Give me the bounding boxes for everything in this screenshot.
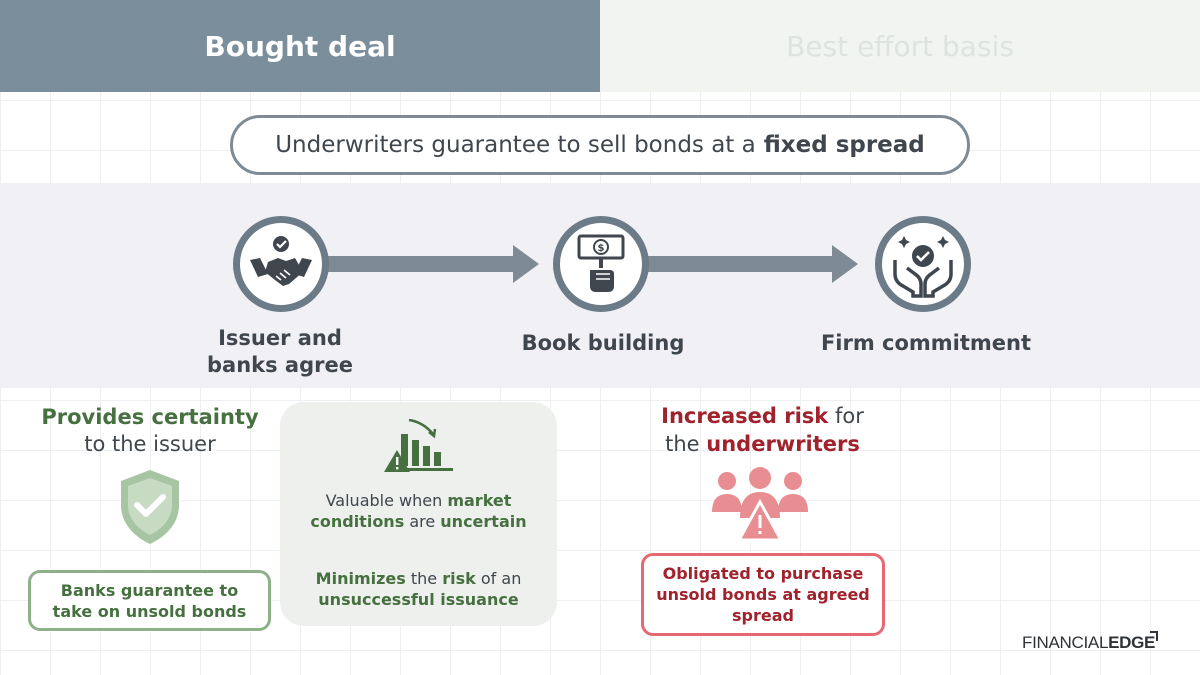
logo-corner-mark <box>1150 631 1158 641</box>
tab-best-effort-basis[interactable]: Best effort basis <box>600 0 1200 92</box>
step-1-circle <box>233 216 329 312</box>
arrow-1-line <box>325 256 515 272</box>
banks-guarantee-box: Banks guarantee to take on unsold bonds <box>28 570 271 631</box>
step-3-label: Firm commitment <box>820 331 1032 355</box>
headline-bold: fixed spread <box>763 132 925 158</box>
obligated-purchase-box: Obligated to purchase unsold bonds at ag… <box>641 553 885 636</box>
certainty-title: Provides certainty to the issuer <box>41 405 259 456</box>
risk-title: Increased risk for the underwriters <box>661 404 864 456</box>
tab-bought-deal[interactable]: Bought deal <box>0 0 600 92</box>
financial-edge-logo: FINANCIALEDGE <box>1022 633 1156 652</box>
arrow-2-line <box>647 256 834 272</box>
step-2-label: Book building <box>521 331 685 355</box>
arrow-1-head <box>513 245 539 283</box>
headline-text: Underwriters guarantee to sell bonds at … <box>275 132 756 158</box>
step-3-circle <box>875 216 971 312</box>
svg-text:$: $ <box>598 243 605 254</box>
market-line-2: Minimizes the risk of an unsuccessful is… <box>315 569 522 609</box>
step-2-circle: $ <box>553 216 649 312</box>
people-warning-icon <box>712 467 808 542</box>
arrow-2-head <box>832 245 858 283</box>
headline-pill: Underwriters guarantee to sell bonds at … <box>230 115 970 175</box>
market-line-1: Valuable when market conditions are unce… <box>310 491 527 531</box>
declining-chart-warning-icon <box>384 418 453 472</box>
handshake-icon <box>250 236 312 286</box>
money-sign-icon: $ <box>577 234 625 292</box>
shield-check-icon <box>121 470 179 544</box>
step-1-label: Issuer and banks agree <box>207 326 353 377</box>
tab-bar: Bought deal Best effort basis <box>0 0 1200 92</box>
market-card <box>280 402 557 626</box>
hands-checkmark-icon <box>893 236 953 298</box>
